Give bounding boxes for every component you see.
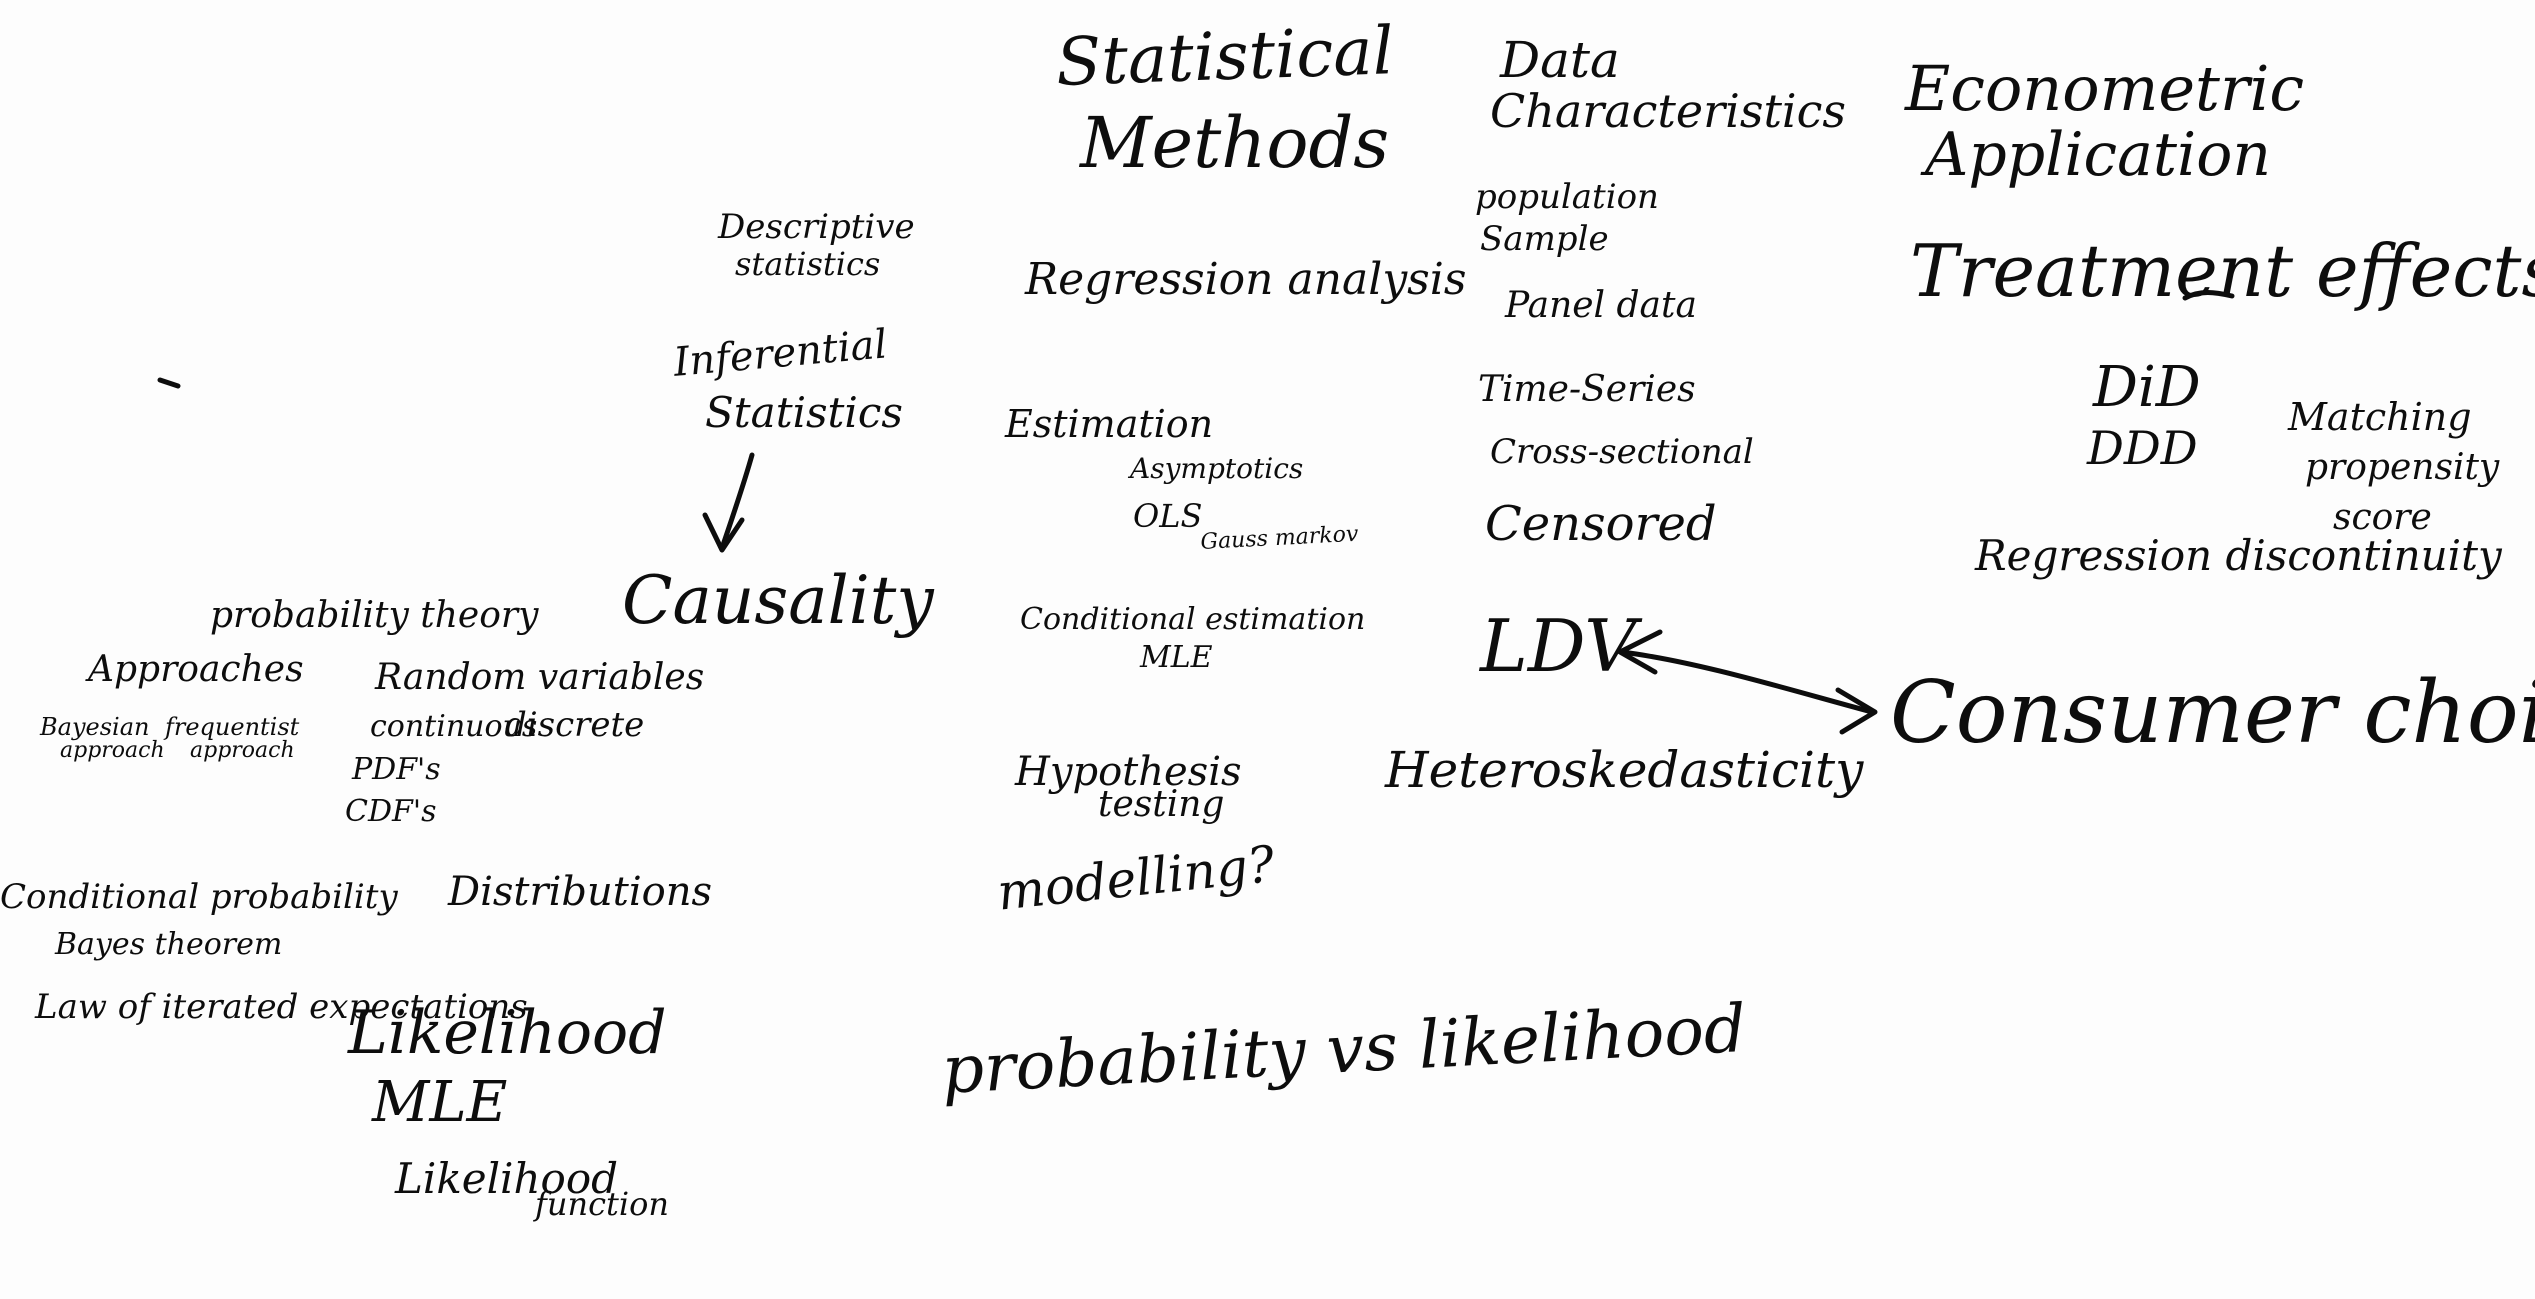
note-modelling: modelling? <box>994 834 1278 922</box>
note-bayesian-line1: Bayesian <box>40 713 150 741</box>
note-asymptotics: Asymptotics <box>1130 452 1304 485</box>
note-matching-line2: propensity <box>2305 447 2500 488</box>
arrow-down-to-causality <box>719 452 755 551</box>
note-cross-sectional: Cross-sectional <box>1490 432 1754 472</box>
note-consumer-choice: Consumer choice <box>1890 663 2535 763</box>
note-descriptive-line1: Descriptive <box>718 207 915 247</box>
note-inferential-line2: Statistics <box>705 388 903 437</box>
note-bayes-theorem: Bayes theorem <box>55 927 283 962</box>
heading-econometric-application-line1: Econometric <box>1905 52 2305 125</box>
note-probability-theory: probability theory <box>210 595 539 636</box>
note-approaches: Approaches <box>88 649 304 690</box>
note-estimation: Estimation <box>1005 402 1214 446</box>
note-hypothesis-line2: testing <box>1098 784 1225 825</box>
note-random-variables: Random variables <box>375 657 705 698</box>
note-pdfs: PDF's <box>352 752 441 787</box>
note-distributions: Distributions <box>448 869 712 915</box>
note-likelihood: Likelihood <box>348 998 667 1068</box>
arrow-down-head <box>702 512 745 553</box>
note-ddd: DDD <box>2087 421 2198 475</box>
note-probability-vs-likelihood: probability vs likelihood <box>939 989 1748 1109</box>
heading-data-characteristics-line2: Characteristics <box>1490 84 1847 138</box>
note-gauss-markov: Gauss markov <box>1199 521 1359 555</box>
heading-econometric-application-line2: Application <box>1925 120 2271 190</box>
note-mle-stat: MLE <box>1140 640 1213 675</box>
note-causality: Causality <box>622 562 934 639</box>
note-heteroskedasticity: Heteroskedasticity <box>1385 741 1864 799</box>
note-conditional-probability: Conditional probability <box>0 877 398 917</box>
note-did: DiD <box>2093 355 2201 420</box>
heading-statistical-methods-line2: Methods <box>1080 102 1390 184</box>
note-cdfs: CDF's <box>345 794 437 829</box>
arrow-ldv-consumer-choice-shaft <box>1619 649 1875 715</box>
note-censored: Censored <box>1485 496 1717 552</box>
note-law-iterated-expectations: Law of iterated expectations <box>35 987 528 1027</box>
note-sample: Sample <box>1480 219 1609 259</box>
note-bayesian-line2: approach <box>60 738 165 763</box>
heading-data-characteristics-line1: Data <box>1500 31 1620 89</box>
note-matching-line3: score <box>2333 497 2432 538</box>
note-mle-left: MLE <box>372 1070 508 1135</box>
heading-statistical-methods-line1: Statistical <box>1054 12 1395 101</box>
note-treatment-effects: Treatment effects <box>1910 229 2535 313</box>
note-ols: OLS <box>1133 497 1203 535</box>
note-inferential-line1: Inferential <box>671 321 890 386</box>
note-likelihood-function-line2: function <box>535 1185 669 1223</box>
note-regression-discontinuity: Regression discontinuity <box>1975 531 2502 580</box>
note-panel-data: Panel data <box>1505 285 1697 326</box>
note-likelihood-function-line1: Likelihood <box>395 1154 619 1203</box>
note-continuous: continuous <box>370 709 538 744</box>
arrow-consumer-choice-head <box>1835 687 1878 735</box>
note-hypothesis-line1: Hypothesis <box>1015 749 1242 795</box>
note-regression-analysis: Regression analysis <box>1025 254 1467 305</box>
note-descriptive-line2: statistics <box>735 245 881 283</box>
stray-mark <box>157 377 181 389</box>
note-time-series: Time-Series <box>1478 369 1696 410</box>
note-ldv: LDV <box>1480 604 1637 688</box>
note-frequentist-line1: frequentist <box>165 713 300 741</box>
note-conditional-estimation: Conditional estimation <box>1020 602 1366 637</box>
note-discrete: discrete <box>505 705 645 745</box>
note-frequentist-line2: approach <box>190 738 295 763</box>
note-matching-line1: Matching <box>2288 395 2472 439</box>
note-population: population <box>1475 177 1659 217</box>
